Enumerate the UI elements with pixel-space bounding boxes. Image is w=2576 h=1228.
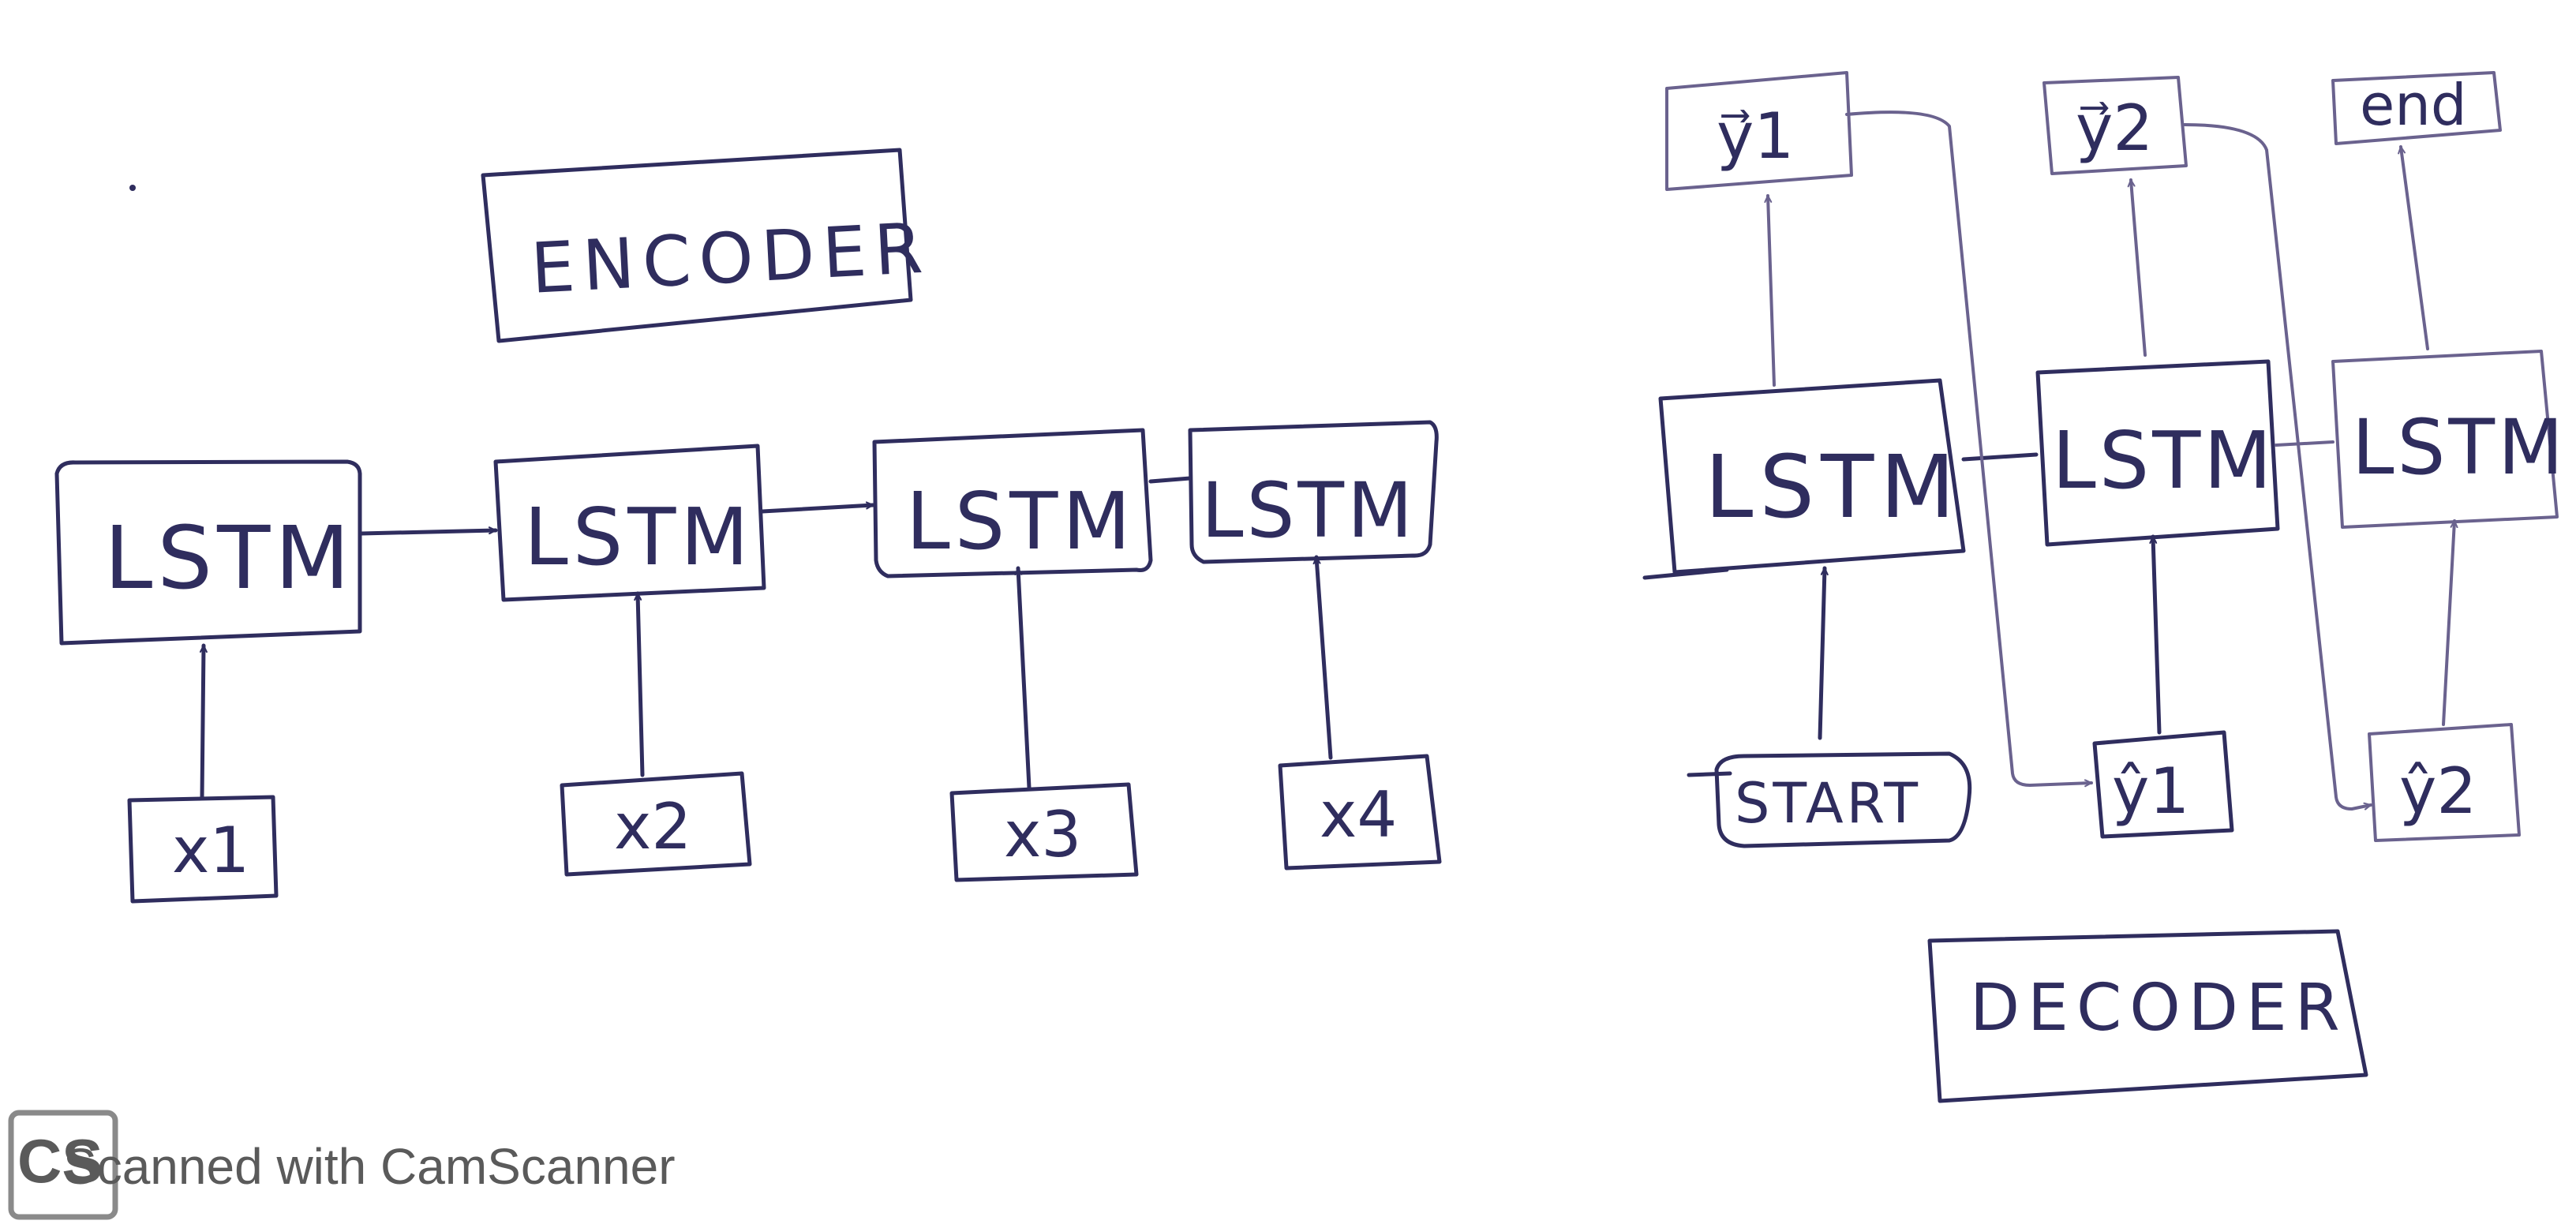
decoder-input-y2hat-label: ŷ2 [2399, 754, 2477, 828]
decoder-input-start-label: START [1735, 771, 1921, 836]
decoder-lstm-1: LSTM [1642, 378, 1966, 580]
decoder-lstm-3: LSTM [2331, 350, 2567, 529]
encoder-input-x1: x1 [127, 795, 279, 904]
decoder-output-y2: y⃗2 [2042, 76, 2188, 175]
decoder-arrow-cell1-out [1768, 194, 1776, 387]
decoder-title-box: DECODER [1927, 929, 2368, 1103]
decoder-arrow-y2hat-up [2442, 519, 2454, 726]
decoder-section: y⃗1 y⃗2 end LSTM LSTM LSTM [1642, 71, 2567, 1103]
camscanner-logo-letters: CS [17, 1126, 103, 1196]
encoder-section: ENCODER LSTM LSTM LSTM LSTM x1 [54, 148, 1442, 904]
decoder-arrow-2-3 [2275, 440, 2334, 447]
decoder-input-y1hat-label: ŷ1 [2112, 754, 2189, 828]
decoder-arrow-y1hat-up [2153, 534, 2162, 735]
decoder-arrow-cell3-out [2401, 145, 2429, 350]
encoder-lstm-3: LSTM [872, 428, 1153, 578]
encoder-lstm-3-label: LSTM [906, 475, 1136, 567]
encoder-input-x2: x2 [560, 771, 752, 877]
decoder-title: DECODER [1970, 971, 2348, 1046]
encoder-input-x4-label: x4 [1320, 778, 1397, 852]
encoder-arrow-2-3 [760, 505, 875, 514]
encoder-lstm-4-label: LSTM [1201, 466, 1416, 555]
decoder-lstm-1-label: LSTM [1705, 436, 1961, 537]
encoder-arrow-x3-up [1018, 566, 1032, 790]
encoder-arrow-x2-up [638, 591, 645, 777]
decoder-input-start: START [1687, 751, 1972, 848]
decoder-input-y2hat: ŷ2 [2368, 723, 2521, 842]
encoder-lstm-4: LSTM [1188, 420, 1439, 564]
encoder-arrow-x4-up [1316, 555, 1333, 760]
decoder-feedback-y2 [2183, 123, 2372, 811]
decoder-arrow-1-2 [1961, 452, 2039, 462]
decoder-input-y1hat: ŷ1 [2092, 730, 2234, 839]
decoder-output-end-label: end [2360, 72, 2467, 138]
decoder-lstm-2: LSTM [2035, 359, 2280, 547]
encoder-lstm-1: LSTM [54, 459, 362, 646]
encoder-title: ENCODER [529, 207, 932, 309]
encoder-arrow-x1-up [202, 643, 204, 799]
encoder-input-x3: x3 [949, 782, 1139, 882]
encoder-input-x1-label: x1 [172, 814, 249, 887]
encoder-input-x3-label: x3 [1004, 798, 1081, 871]
camscanner-logo [8, 1110, 118, 1220]
encoder-lstm-2: LSTM [493, 444, 766, 602]
encoder-lstm-2-label: LSTM [524, 491, 754, 583]
encoder-arrow-3-4 [1148, 476, 1193, 484]
decoder-output-y1: y⃗1 [1665, 71, 1853, 191]
decoder-arrow-cell2-out [2131, 178, 2147, 357]
camscanner-text: Scanned with CamScanner [63, 1138, 676, 1195]
camscanner-watermark: CS Scanned with CamScanner [8, 1110, 676, 1220]
decoder-output-y1-label: y⃗1 [1717, 99, 1794, 173]
decoder-output-y2-label: y⃗2 [2076, 92, 2153, 165]
decoder-arrow-start-up [1818, 566, 1825, 740]
encoder-lstm-1-label: LSTM [104, 507, 354, 608]
encoder-arrow-1-2 [359, 530, 498, 536]
decoder-lstm-3-label: LSTM [2352, 403, 2567, 492]
decoder-output-end: end [2331, 71, 2502, 145]
decoder-feedback-y1 [1845, 110, 2093, 785]
encoder-input-x4: x4 [1278, 754, 1442, 870]
encoder-title-box: ENCODER [481, 148, 932, 343]
decoder-lstm-2-label: LSTM [2052, 414, 2275, 507]
encoder-input-x2-label: x2 [614, 790, 691, 863]
ink-dot [129, 185, 136, 191]
